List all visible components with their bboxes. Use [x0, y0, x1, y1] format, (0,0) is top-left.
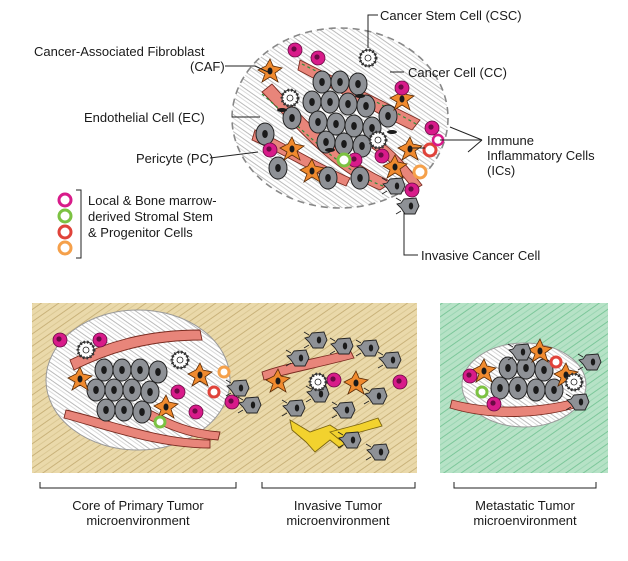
label-stromal-line2: derived Stromal Stem — [88, 209, 213, 224]
caption-brackets — [39, 482, 597, 489]
leader-lines — [209, 14, 483, 256]
metastatic-panel — [440, 303, 608, 473]
label-immune-line3: (ICs) — [487, 163, 516, 178]
label-caf-line1: Cancer-Associated Fibroblast — [34, 44, 205, 59]
label-invasive-cancer-cell: Invasive Cancer Cell — [421, 248, 541, 263]
primary-invasive-panel — [32, 303, 417, 473]
label-immune-line2: Inflammatory Cells — [487, 148, 595, 163]
caption-invasive-line2: microenvironment — [286, 513, 390, 528]
label-cancer-cell: Cancer Cell (CC) — [408, 65, 507, 80]
label-pericyte: Pericyte (PC) — [136, 151, 214, 166]
caption-core-line1: Core of Primary Tumor — [72, 498, 204, 513]
caption-metastatic-line1: Metastatic Tumor — [475, 498, 575, 513]
label-endothelial-cell: Endothelial Cell (EC) — [84, 110, 205, 125]
label-stromal-line3: & Progenitor Cells — [88, 225, 193, 240]
caption-core-line2: microenvironment — [86, 513, 190, 528]
label-stromal-line1: Local & Bone marrow- — [88, 193, 217, 208]
caption-invasive-line1: Invasive Tumor — [293, 498, 383, 513]
stromal-legend-icons — [57, 189, 82, 259]
caption-metastatic-line2: microenvironment — [473, 513, 577, 528]
label-immune-line1: Immune — [487, 133, 534, 148]
label-cancer-stem-cell: Cancer Stem Cell (CSC) — [380, 8, 522, 23]
label-caf-line2: (CAF) — [190, 59, 225, 74]
top-tumor-ellipse — [231, 27, 449, 215]
